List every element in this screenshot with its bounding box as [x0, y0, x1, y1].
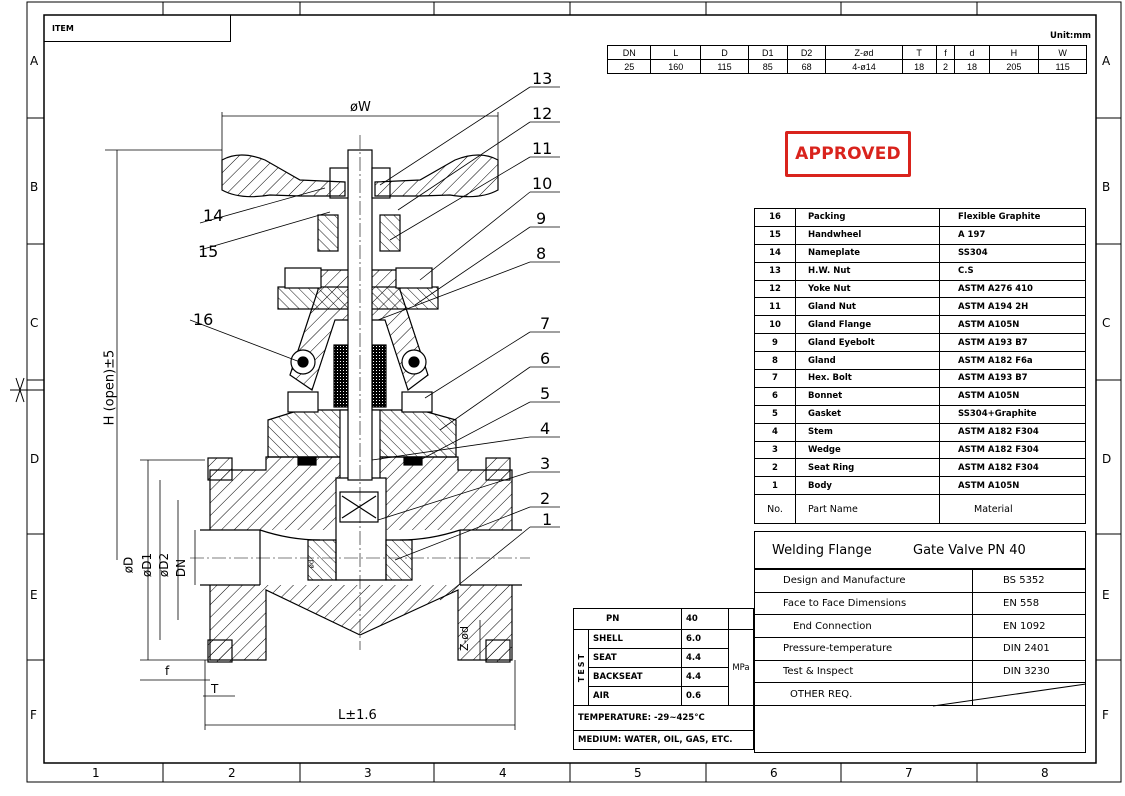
product-title-right: Gate Valve PN 40	[913, 543, 1026, 558]
dim-label-f: f	[165, 664, 170, 678]
test-unit: MPa	[728, 629, 754, 706]
dim-value: 115	[700, 59, 749, 74]
zone-row-d-right: D	[1102, 452, 1112, 466]
zone-row-e: E	[30, 588, 38, 602]
zone-col-5: 5	[634, 766, 642, 780]
dim-value: 25	[606, 59, 652, 74]
callout-14: 14	[203, 206, 224, 225]
callout-13: 13	[532, 69, 553, 88]
dim-label-dn: DN	[174, 558, 189, 578]
callout-12: 12	[532, 104, 553, 123]
product-title-left: Welding Flange	[772, 543, 872, 558]
dim-label-d2: øD2	[157, 552, 172, 578]
zone-col-8: 8	[1041, 766, 1049, 780]
callout-1: 1	[542, 510, 553, 529]
zone-row-f: F	[30, 708, 37, 722]
zone-row-d: D	[30, 452, 40, 466]
dim-label-t: T	[211, 682, 219, 696]
product-title-box: Welding Flange Gate Valve PN 40	[754, 531, 1086, 569]
dim-value: 68	[786, 59, 827, 74]
test-temperature: TEMPERATURE: -29~425°C	[573, 705, 754, 731]
unit-label: Unit:mm	[1050, 31, 1092, 41]
dim-value: 85	[747, 59, 788, 74]
zone-row-e-right: E	[1102, 588, 1110, 602]
zone-col-4: 4	[499, 766, 507, 780]
callout-16: 16	[193, 310, 214, 329]
callout-11: 11	[532, 139, 553, 158]
dimension-header-row: DN L D D1 D2 Z-ød T f d H W	[606, 45, 1087, 60]
dimension-value-row: 25 160 115 85 68 4-ø14 18 2 18 205 115	[606, 59, 1087, 74]
callout-7: 7	[540, 314, 551, 333]
zone-col-1: 1	[92, 766, 100, 780]
dim-label-w: øW	[350, 100, 371, 115]
dim-value: 205	[988, 59, 1040, 74]
zone-col-3: 3	[364, 766, 372, 780]
zone-col-7: 7	[905, 766, 913, 780]
zone-col-2: 2	[228, 766, 236, 780]
parts-header-material: Material	[939, 494, 1086, 525]
spec-blank-area	[754, 706, 1086, 753]
callout-15: 15	[198, 242, 219, 261]
dim-value: 18	[901, 59, 937, 74]
parts-header-row: No. Part Name Material	[754, 494, 1086, 525]
callout-5: 5	[540, 384, 551, 403]
zone-row-a: A	[30, 54, 39, 68]
zone-row-f-right: F	[1102, 708, 1109, 722]
dim-label-h: H (open)±5	[102, 349, 118, 426]
handwheel	[221, 154, 346, 198]
parts-header-name: Part Name	[795, 494, 940, 525]
approved-stamp: APPROVED	[785, 131, 911, 177]
zone-row-a-right: A	[1102, 54, 1111, 68]
dimension-table: DN L D D1 D2 Z-ød T f d H W 25 160 115 8…	[606, 45, 1087, 74]
zone-row-b: B	[30, 180, 39, 194]
dim-value: 4-ø14	[825, 59, 903, 74]
callout-10: 10	[532, 174, 553, 193]
callout-4: 4	[540, 419, 551, 438]
spec-key: OTHER REQ.	[754, 682, 973, 707]
zone-col-6: 6	[770, 766, 778, 780]
dim-value: 18	[954, 59, 990, 74]
test-pressure-table: PN 40 TEST SHELL 6.0 MPa SEAT 4.4 BACKSE…	[573, 608, 754, 750]
zone-row-c: C	[30, 316, 39, 330]
dim-label-d1: øD1	[140, 552, 155, 578]
test-medium: MEDIUM: WATER, OIL, GAS, ETC.	[573, 730, 754, 750]
parts-header-no: No.	[754, 494, 796, 525]
zone-row-c-right: C	[1102, 316, 1111, 330]
callout-9: 9	[536, 209, 547, 228]
dim-label-d: øD	[121, 556, 136, 574]
callout-2: 2	[540, 489, 551, 508]
dim-label-small-d: ød	[307, 559, 316, 569]
callout-8: 8	[536, 244, 547, 263]
dim-value: 115	[1038, 59, 1087, 74]
dim-label-l: L±1.6	[338, 708, 377, 723]
callout-6: 6	[540, 349, 551, 368]
dim-value: 160	[650, 59, 702, 74]
item-label: ITEM	[52, 24, 74, 33]
item-box: ITEM	[44, 15, 231, 42]
zone-row-b-right: B	[1102, 180, 1111, 194]
spec-value: EN 1092	[972, 614, 1086, 639]
dim-label-zd: Z-ød	[458, 625, 472, 652]
callout-3: 3	[540, 454, 551, 473]
